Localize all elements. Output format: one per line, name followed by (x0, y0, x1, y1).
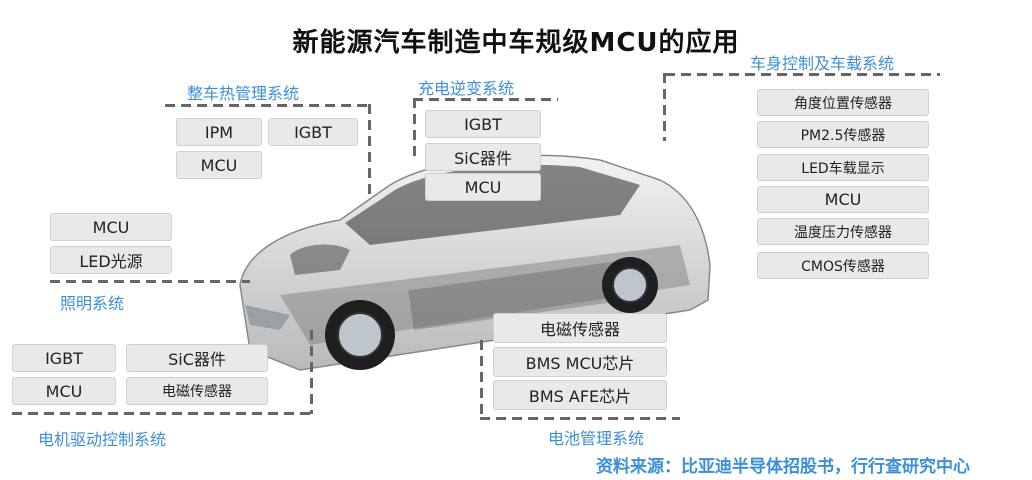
thermal-bracket-top (165, 104, 370, 107)
battery-system-label: 电池管理系统 (548, 425, 644, 449)
chip-sic: SiC器件 (425, 143, 541, 171)
chip-em-sensor: 电磁传感器 (493, 313, 667, 343)
body-control-label: 车身控制及车载系统 (750, 50, 894, 74)
chip-temp-pressure-sensor: 温度压力传感器 (757, 218, 929, 245)
body-bracket-left (663, 73, 666, 141)
chip-angle-sensor: 角度位置传感器 (757, 89, 929, 116)
chip-sic: SiC器件 (126, 344, 268, 372)
chip-igbt: IGBT (425, 110, 541, 138)
charging-system-label: 充电逆变系统 (418, 75, 514, 99)
chip-em-sensor: 电磁传感器 (126, 377, 268, 405)
chip-cmos-sensor: CMOS传感器 (757, 252, 929, 279)
motor-bracket-right (310, 330, 313, 414)
charging-bracket-top (413, 98, 558, 101)
body-bracket-top (665, 73, 940, 76)
chip-mcu: MCU (176, 151, 262, 179)
chip-led-display: LED车载显示 (757, 154, 929, 181)
chip-bms-mcu: BMS MCU芯片 (493, 347, 667, 377)
motor-bracket-bottom (12, 412, 312, 415)
chip-mcu: MCU (757, 186, 929, 213)
thermal-bracket-right (368, 104, 371, 199)
chip-mcu: MCU (425, 173, 541, 201)
battery-bracket-left (480, 340, 483, 418)
source-note: 资料来源：比亚迪半导体招股书，行行查研究中心 (596, 452, 970, 477)
motor-system-label: 电机驱动控制系统 (38, 426, 166, 450)
chip-mcu: MCU (50, 213, 172, 241)
chip-mcu: MCU (12, 377, 116, 405)
chip-pm25-sensor: PM2.5传感器 (757, 121, 929, 148)
battery-bracket-bottom (480, 417, 680, 420)
lighting-system-label: 照明系统 (60, 290, 124, 314)
chip-led-light: LED光源 (50, 246, 172, 274)
chip-ipm: IPM (176, 118, 262, 146)
chip-igbt: IGBT (268, 118, 358, 146)
chip-bms-afe: BMS AFE芯片 (493, 380, 667, 410)
charging-bracket-left (413, 98, 416, 160)
thermal-system-label: 整车热管理系统 (187, 80, 299, 104)
chip-igbt: IGBT (12, 344, 116, 372)
lighting-bracket-bottom (50, 280, 250, 283)
